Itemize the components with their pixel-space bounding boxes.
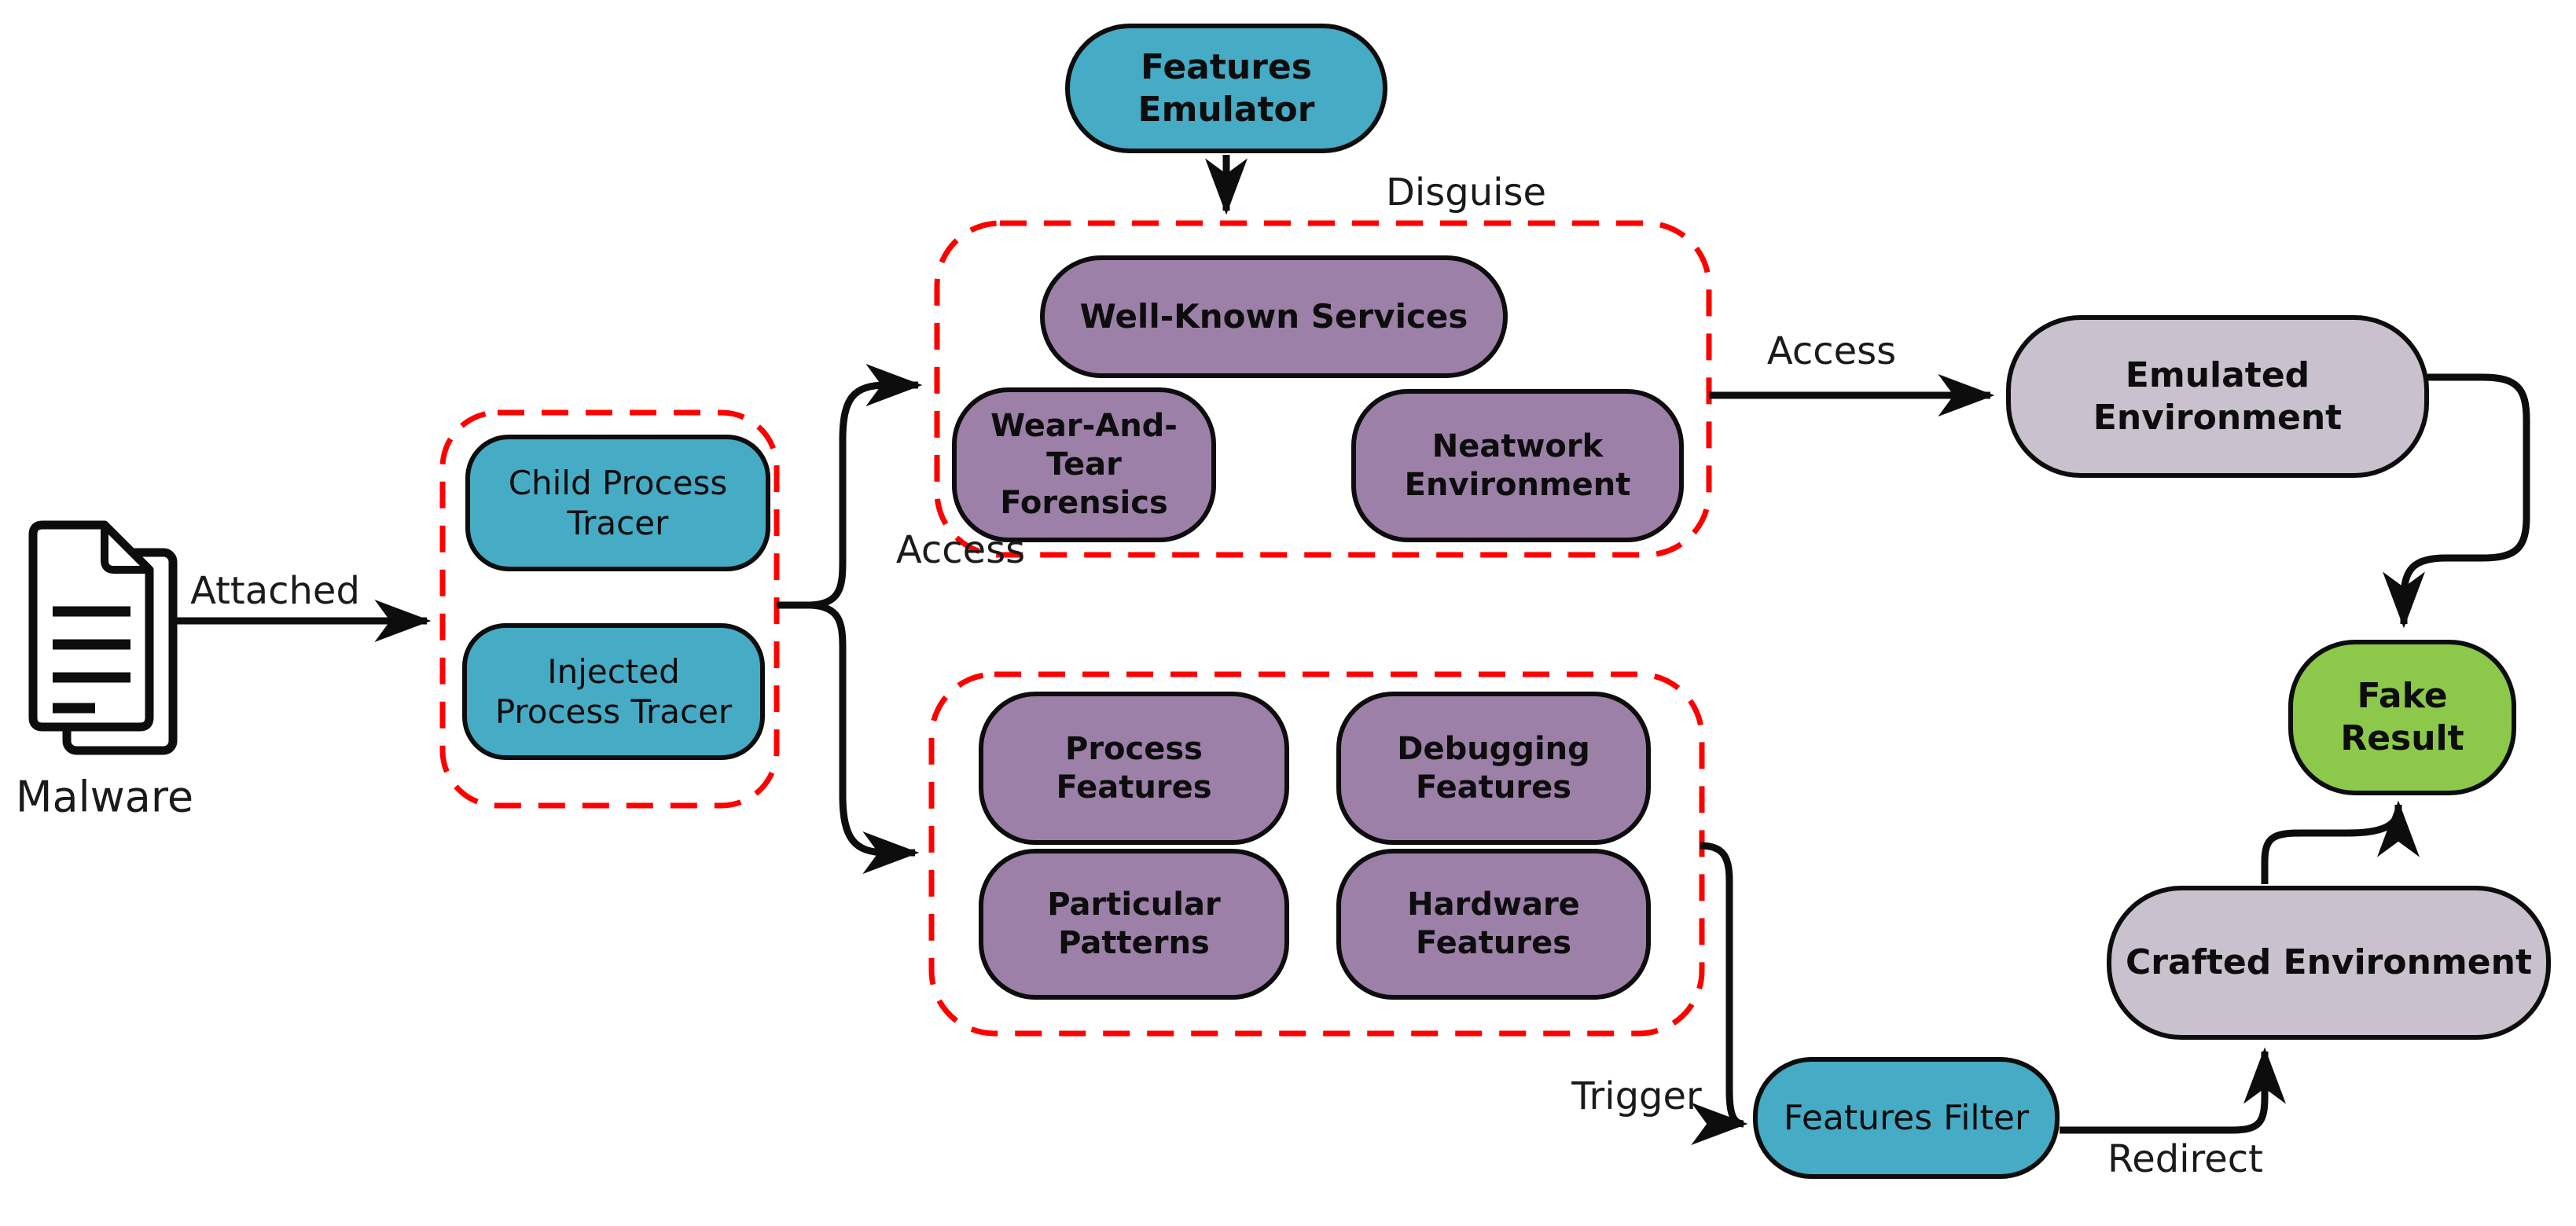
arrow-emulated-to-fake [2383, 373, 2530, 629]
arrow-trigger [1691, 842, 1748, 1145]
node-injected-process-tracer: Injected Process Tracer [462, 623, 765, 760]
node-wear-and-tear-forensics: Wear-And-Tear Forensics [952, 387, 1216, 542]
label-trigger: Trigger [1571, 1074, 1702, 1118]
node-features-filter: Features Filter [1753, 1057, 2060, 1179]
arrow-redirect [2060, 1047, 2286, 1134]
node-crafted-environment: Crafted Environment [2107, 886, 2551, 1040]
node-neatwork-environment: Neatwork Environment [1351, 389, 1684, 542]
label-malware: Malware [15, 772, 194, 822]
node-child-process-tracer: Child Process Tracer [465, 435, 770, 571]
node-hardware-features: Hardware Features [1336, 849, 1651, 1000]
label-access-middle: Access [895, 528, 1026, 572]
arrow-crafted-to-fake [2261, 800, 2420, 884]
features-dashed-group [928, 671, 1705, 1037]
label-access-top: Access [1766, 329, 1897, 373]
tracers-dashed-group [439, 409, 780, 809]
node-process-features: Process Features [979, 692, 1289, 845]
node-well-known-services: Well-Known Services [1040, 255, 1508, 378]
label-attached: Attached [190, 569, 360, 613]
node-emulated-environment: Emulated Environment [2006, 315, 2429, 478]
node-particular-patterns: Particular Patterns [979, 849, 1289, 1000]
arrow-access-lower-branch [810, 601, 920, 874]
disguise-dashed-group [934, 220, 1712, 558]
node-debugging-features: Debugging Features [1336, 692, 1651, 845]
malware-doc-folded-corner [101, 521, 153, 574]
node-features-emulator: Features Emulator [1065, 24, 1387, 153]
malware-document-icon [28, 520, 178, 755]
node-fake-result: Fake Result [2288, 640, 2516, 795]
arrow-access-upper-branch [810, 364, 923, 609]
label-disguise: Disguise [1385, 171, 1547, 215]
malware-doc-text-lines [53, 606, 130, 714]
label-redirect: Redirect [2107, 1137, 2263, 1181]
